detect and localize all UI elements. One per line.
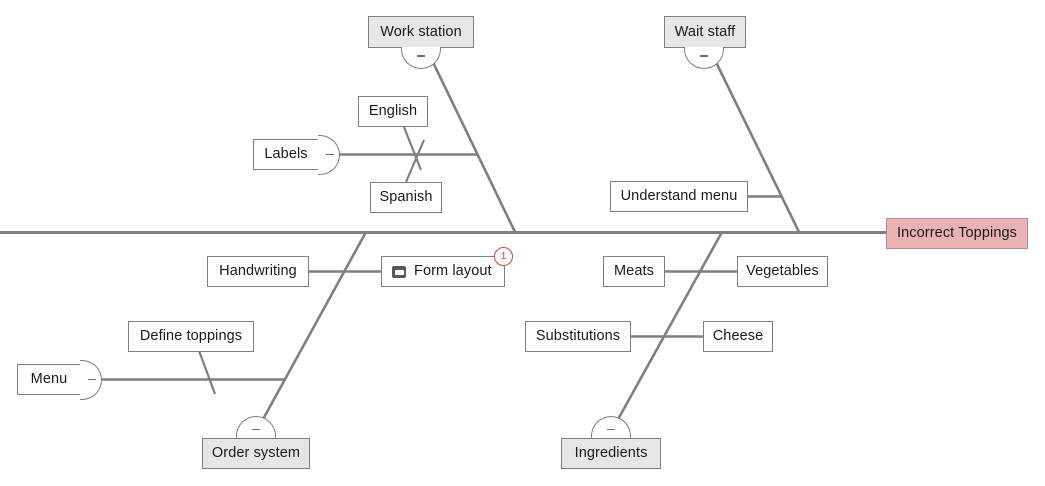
cause-label-menu: Menu <box>30 371 68 388</box>
cause-label-english: English <box>368 103 418 120</box>
category-label-work-station: Work station <box>380 23 462 40</box>
cause-node-cheese[interactable]: Cheese <box>703 321 773 352</box>
cause-label-meats: Meats <box>614 263 654 280</box>
minus-icon <box>252 428 260 431</box>
cause-node-english[interactable]: English <box>358 96 428 127</box>
bone-work-station <box>427 53 517 233</box>
cause-node-labels[interactable]: Labels <box>253 139 319 170</box>
twig-define-toppings <box>196 347 217 395</box>
category-label-order-system: Order system <box>211 445 301 462</box>
minus-icon <box>700 55 708 57</box>
cause-label-define-toppings: Define toppings <box>139 328 243 345</box>
category-label-wait-staff: Wait staff <box>674 23 736 40</box>
category-node-wait-staff[interactable]: Wait staff <box>664 16 746 48</box>
effect-node[interactable]: Incorrect Toppings <box>886 218 1028 249</box>
comment-count-value: 1 <box>500 250 507 263</box>
note-icon <box>392 265 406 278</box>
bone-order-system <box>254 231 368 433</box>
minus-icon <box>87 378 96 381</box>
cause-label-cheese: Cheese <box>712 328 764 345</box>
cause-label-understand-menu: Understand menu <box>620 188 738 205</box>
bone-wait-staff <box>710 53 801 233</box>
cause-node-spanish[interactable]: Spanish <box>370 182 442 213</box>
cause-node-vegetables[interactable]: Vegetables <box>737 256 828 287</box>
minus-icon <box>325 153 334 156</box>
cause-node-menu[interactable]: Menu <box>17 364 81 395</box>
category-node-order-system[interactable]: Order system <box>202 438 310 469</box>
cause-label-labels: Labels <box>264 146 308 163</box>
cause-label-vegetables: Vegetables <box>746 263 819 280</box>
cause-label-substitutions: Substitutions <box>535 328 621 345</box>
cause-node-form-layout[interactable]: Form layout <box>381 256 505 287</box>
cause-node-understand-menu[interactable]: Understand menu <box>610 181 748 212</box>
category-label-ingredients: Ingredients <box>574 445 648 462</box>
cause-node-substitutions[interactable]: Substitutions <box>525 321 631 352</box>
category-node-work-station[interactable]: Work station <box>368 16 474 48</box>
cause-label-spanish: Spanish <box>379 189 433 206</box>
twig-english <box>402 126 423 171</box>
comment-count-badge[interactable]: 1 <box>494 247 513 266</box>
category-node-ingredients[interactable]: Ingredients <box>561 438 661 469</box>
cause-node-handwriting[interactable]: Handwriting <box>207 256 309 287</box>
minus-icon <box>607 428 615 431</box>
cause-label-form-layout: Form layout <box>414 263 492 280</box>
cause-node-define-toppings[interactable]: Define toppings <box>128 321 254 352</box>
minus-icon <box>417 55 425 57</box>
effect-label: Incorrect Toppings <box>896 225 1018 242</box>
twig-spanish <box>404 139 426 183</box>
cause-label-handwriting: Handwriting <box>219 263 297 280</box>
bone-ingredients <box>609 231 724 433</box>
cause-node-meats[interactable]: Meats <box>603 256 665 287</box>
